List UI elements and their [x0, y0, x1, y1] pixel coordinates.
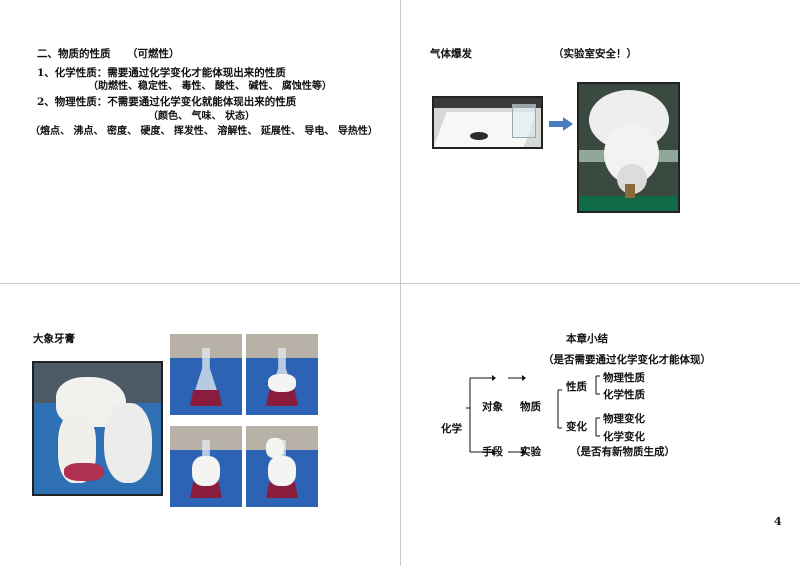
summary-tree-lines	[466, 375, 600, 455]
reaction-stage-1-photo	[170, 334, 242, 415]
physical-property-examples-2: （熔点、 沸点、 密度、 硬度、 挥发性、 溶解性、 延展性、 导电、 导热性）	[30, 126, 378, 137]
summary-object-label: 对象	[482, 401, 503, 413]
chemical-property-examples: （助燃性、稳定性、 毒性、 酸性、 碱性、 腐蚀性等）	[88, 81, 332, 92]
page-number: 4	[774, 515, 782, 528]
summary-bottom-note: （是否有新物质生成）	[570, 446, 675, 458]
physical-property-definition: 2、物理性质：不需要通过化学变化就能体现出来的性质	[37, 96, 297, 108]
horizontal-divider	[0, 283, 800, 284]
slide3-title: 大象牙膏	[33, 333, 75, 345]
summary-method-label: 手段	[482, 446, 503, 458]
summary-physical-property: 物理性质	[603, 372, 645, 384]
slide2-title: 气体爆发	[430, 48, 472, 60]
reaction-stage-4-photo	[246, 426, 318, 507]
summary-properties: 性质	[566, 381, 587, 393]
reaction-stage-2-photo	[246, 334, 318, 415]
experiment-setup-photo	[432, 96, 543, 149]
summary-method-target: 实验	[520, 446, 541, 458]
slide4-subtitle: （是否需要通过化学变化才能体现）	[543, 354, 711, 366]
summary-root-chemistry: 化学	[441, 423, 462, 435]
slide2-note: （实验室安全！）	[553, 48, 637, 60]
summary-physical-change: 物理变化	[603, 413, 645, 425]
gas-explosion-photo	[577, 82, 680, 213]
summary-chemical-change: 化学变化	[603, 431, 645, 443]
physical-property-examples-1: （颜色、 气味、 状态）	[148, 111, 255, 122]
summary-changes: 变化	[566, 421, 587, 433]
slide1-heading-note: （可燃性）	[127, 48, 180, 60]
arrow-right-icon	[549, 117, 573, 131]
summary-object-target: 物质	[520, 401, 541, 413]
elephant-toothpaste-photo	[32, 361, 163, 496]
reaction-stage-3-photo	[170, 426, 242, 507]
slide4-title: 本章小结	[566, 333, 608, 345]
chemical-property-definition: 1、化学性质：需要通过化学变化才能体现出来的性质	[37, 67, 286, 79]
slide1-heading: 二、物质的性质	[37, 48, 111, 60]
summary-chemical-property: 化学性质	[603, 389, 645, 401]
